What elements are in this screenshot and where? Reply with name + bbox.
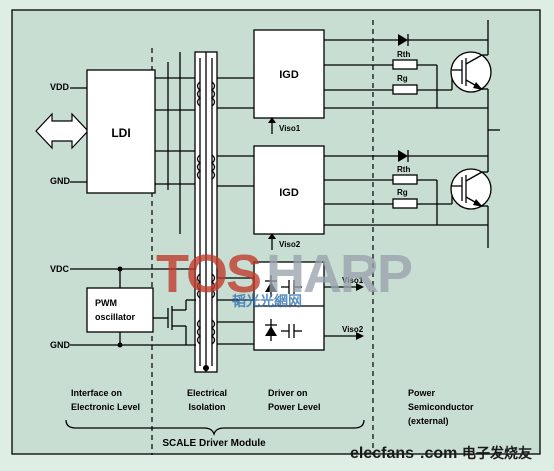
watermark-site-cn: 电子发烧友 — [462, 445, 532, 461]
viso1-arrow-icon — [268, 117, 276, 123]
coil-3b — [210, 273, 216, 299]
watermark-brand-b: HARP — [266, 244, 412, 304]
coil-1a — [196, 81, 202, 107]
viso2-out-label: Viso2 — [342, 325, 364, 334]
igbt-transistor-icon-2 — [450, 156, 492, 248]
igd-block-1 — [253, 29, 325, 119]
rectifier-icon-2 — [265, 319, 277, 341]
ldi-block — [86, 69, 156, 194]
interface-label-line2: Electronic Level — [71, 402, 140, 412]
vdc-port-label: VDC — [50, 264, 70, 274]
viso2-top-label: Viso2 — [279, 240, 301, 249]
watermark-site: elecfans — [350, 445, 414, 462]
igd-label-1: IGD — [279, 69, 299, 81]
interface-label-line1: Interface on — [71, 388, 122, 398]
watermark-brand-a: TOS — [156, 244, 260, 304]
module-label: SCALE Driver Module — [162, 438, 266, 449]
resistor-rth-2 — [392, 174, 418, 185]
coil-1b — [210, 81, 216, 107]
resistor-rg-2 — [392, 198, 418, 209]
rg-label-1: Rg — [397, 74, 408, 83]
gnd-top-port-label: GND — [50, 176, 71, 186]
igd-output-wires — [324, 39, 470, 226]
power-label-line2: Semiconductor — [408, 402, 474, 412]
transformer-coils — [196, 81, 216, 345]
mosfet-switch-icon — [153, 299, 196, 345]
coil-4b — [210, 319, 216, 345]
isolation-label-line1: Electrical — [187, 388, 227, 398]
pwm-label-line2: oscillator — [95, 312, 136, 322]
capacitor-icon-2 — [281, 324, 302, 338]
pwm-oscillator-block — [86, 287, 154, 333]
resistor-rg-1 — [392, 84, 418, 95]
viso1-out-label: Viso1 — [342, 276, 364, 285]
elecfans-watermark: elecfans .com 电子发烧友 — [350, 445, 532, 462]
ldi-label: LDI — [111, 126, 130, 140]
rth-label-2: Rth — [397, 165, 410, 174]
driver-label-line2: Power Level — [268, 402, 321, 412]
igd-block-2 — [253, 145, 325, 235]
coil-4a — [196, 319, 202, 345]
watermark-site-dot: .com — [420, 445, 457, 462]
coil-2a — [196, 154, 202, 180]
power-terminals — [487, 20, 500, 131]
watermark-cn-sub: 韬光光網网 — [232, 293, 302, 309]
coil-2b — [210, 154, 216, 180]
power-label-line1: Power — [408, 388, 436, 398]
driver-label-line1: Driver on — [268, 388, 308, 398]
module-brace — [65, 419, 365, 437]
resistor-rth-1 — [392, 59, 418, 70]
isolation-node-dot — [203, 365, 209, 371]
diode-icon-2 — [398, 150, 488, 162]
igbt-transistor-icon-1 — [450, 40, 492, 156]
coil-3a — [196, 273, 202, 299]
toshharp-watermark: TOS HARP 韬光光網网 — [156, 244, 414, 309]
vdd-port-label: VDD — [50, 82, 70, 92]
isolation-label-line2: Isolation — [188, 402, 225, 412]
viso1-out-arrow-icon — [356, 283, 364, 291]
gnd-bottom-port-label: GND — [50, 340, 71, 350]
diode-icon-1 — [398, 34, 488, 46]
rg-label-2: Rg — [397, 188, 408, 197]
viso1-top-label: Viso1 — [279, 124, 301, 133]
rth-label-1: Rth — [397, 50, 410, 59]
viso2-arrow-icon — [268, 233, 276, 239]
rectifier-icon-1 — [265, 275, 277, 297]
power-label-line3: (external) — [408, 416, 449, 426]
viso2-out-arrow-icon — [356, 332, 364, 340]
capacitor-icon-1 — [281, 280, 302, 294]
igd-label-2: IGD — [279, 187, 299, 199]
pwm-label-line1: PWM — [95, 298, 117, 308]
